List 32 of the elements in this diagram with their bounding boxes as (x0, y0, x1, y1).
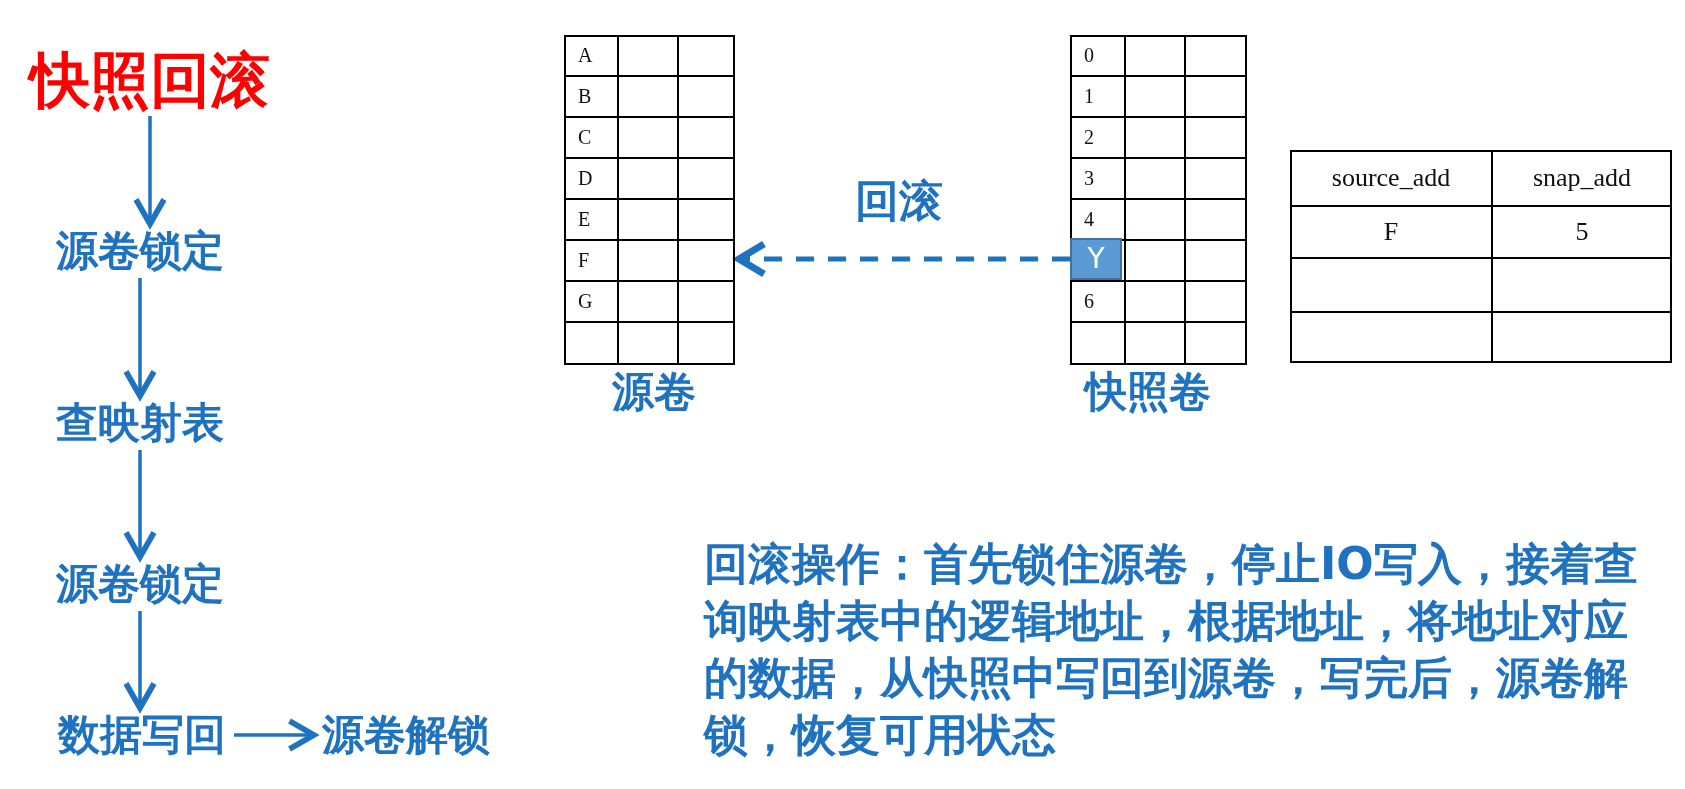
row-label: 6 (1084, 291, 1094, 311)
column-header: snap_add (1532, 165, 1632, 191)
step-text: 源卷锁定 (56, 230, 224, 272)
row-label: G (578, 291, 593, 311)
table-cell-text: F (1383, 219, 1399, 245)
arrow (735, 240, 1070, 278)
arrow (123, 611, 157, 711)
arrow (133, 116, 167, 227)
table-heading: 源卷 (612, 371, 696, 413)
row-label: E (578, 209, 591, 229)
row-label: 4 (1084, 209, 1094, 229)
row-label: 0 (1084, 45, 1094, 65)
row-label: 3 (1084, 168, 1094, 188)
table-cell-text: 5 (1575, 219, 1589, 245)
row-label: F (578, 250, 590, 270)
row-label: B (578, 86, 592, 106)
row-label: 1 (1084, 86, 1094, 106)
step-text: 源卷锁定 (56, 563, 224, 605)
column-header: source_add (1331, 165, 1451, 191)
step-text: 源卷解锁 (322, 714, 490, 756)
arrow (123, 278, 157, 399)
row-label: C (578, 127, 592, 147)
note-paragraph: 回滚操作：首先锁住源卷，停止IO写入，接着查询映射表中的逻辑地址，根据地址，将地址对应的数据，从快照中写回到源卷，写完后，源卷解锁，恢复可用状态 (704, 537, 1639, 762)
highlighted-cell: Y (1070, 238, 1122, 280)
table-heading: 快照卷 (1085, 371, 1211, 413)
step-text: 数据写回 (58, 714, 226, 756)
arrow (234, 718, 317, 752)
step-text: 查映射表 (56, 402, 224, 444)
row-label: D (578, 168, 593, 188)
arrow (123, 450, 157, 560)
row-label: A (578, 45, 593, 65)
row-label: 2 (1084, 127, 1094, 147)
